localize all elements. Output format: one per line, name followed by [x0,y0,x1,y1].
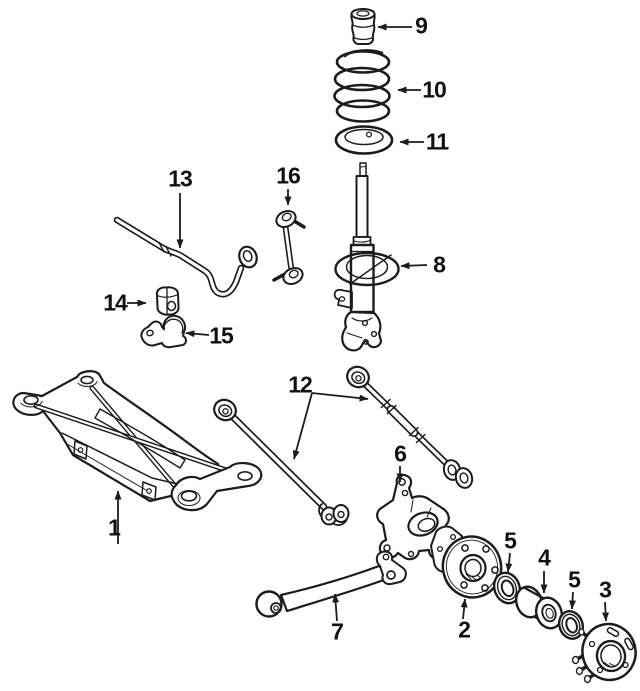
callout-label-14[interactable]: 14 [103,289,128,316]
trailing-arm-part [255,550,407,618]
callout-label-8[interactable]: 8 [433,251,446,278]
callout-label-6[interactable]: 6 [394,440,407,467]
hub-part [571,622,637,684]
strut-bumper-part [350,8,376,45]
callout-label-11[interactable]: 11 [425,128,449,155]
seal-outer-part [557,610,585,640]
bearing-part [514,585,564,630]
spring-insulator-part [334,125,394,155]
callout-label-4[interactable]: 4 [538,544,551,571]
stabilizer-link-part [272,209,306,286]
callout-label-9[interactable]: 9 [415,12,428,39]
callout-label-1[interactable]: 1 [108,514,121,541]
callout-label-3[interactable]: 3 [599,576,612,603]
hub-bearing-assembly-part [430,525,503,599]
crossmember-part [12,370,263,512]
stabilizer-bracket-part [140,314,187,349]
coil-spring-part [333,49,391,123]
callout-label-10[interactable]: 10 [422,76,447,103]
callout-label-12[interactable]: 12 [288,371,313,398]
callout-label-5-outer[interactable]: 5 [568,566,581,593]
stabilizer-bushing-part [155,286,180,316]
leader-lines [114,23,610,622]
lateral-arm-front-part [213,398,350,526]
callout-label-13[interactable]: 13 [168,165,193,192]
callout-label-2[interactable]: 2 [458,616,471,643]
strut-part [333,162,400,352]
callout-label-16[interactable]: 16 [276,162,301,189]
callout-label-7[interactable]: 7 [331,618,344,645]
stabilizer-bar-part [113,216,258,298]
callout-label-5-inner[interactable]: 5 [504,527,517,554]
lateral-arm-rear-part [346,365,474,489]
callout-label-15[interactable]: 15 [209,322,234,349]
seal-inner-part [492,571,522,605]
